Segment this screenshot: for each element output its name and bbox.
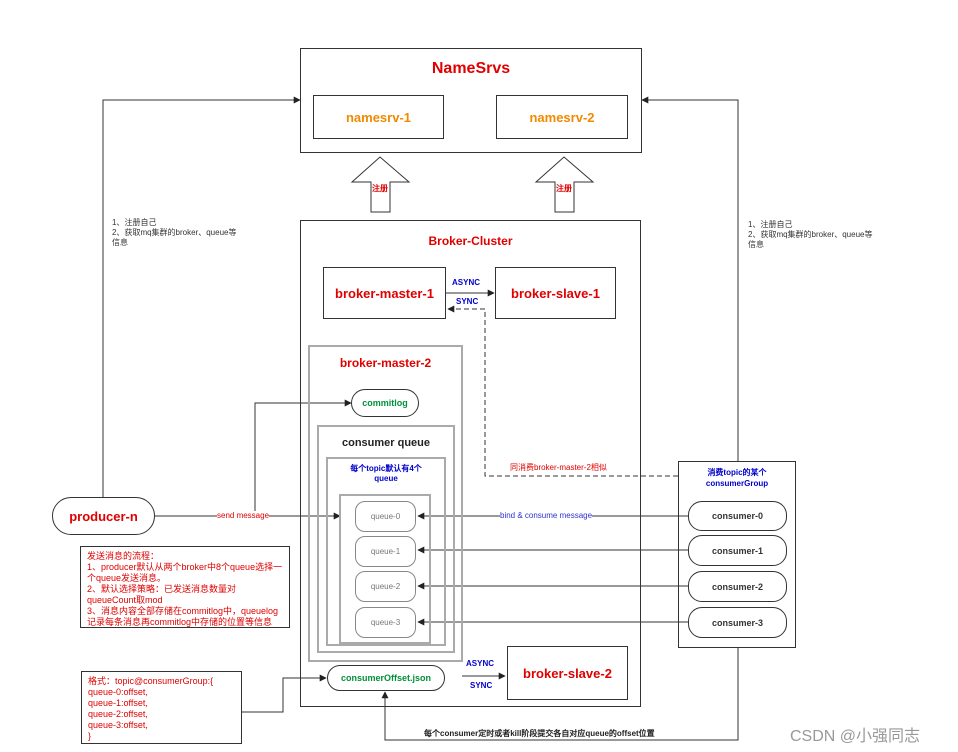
producer-to-commitlog-line [254,399,352,516]
watermark: CSDN @小强同志 [790,728,921,745]
sync-dashed-line [447,305,678,477]
format-note-to-offset-line [242,674,327,713]
sync-label-2: SYNC [470,681,493,690]
consumer-queue-container [317,425,455,653]
broker-slave-1-node: broker-slave-1 [495,267,616,319]
broker-cluster-container [300,220,641,707]
queue-2-node: queue-2 [355,571,416,602]
broker-master-1-node: broker-master-1 [323,267,446,319]
consumer-0-node: consumer-0 [688,501,787,531]
async-label-2: ASYNC [466,659,495,668]
namesrvs-title: NameSrvs [431,60,511,77]
consumers-to-namesrv-line [641,96,739,461]
async-label-1: ASYNC [452,278,481,287]
register-arrow-2 [534,156,595,213]
producer-namesrv-note: 1、注册自己 2、获取mq集群的broker、queue等 信息 [112,218,237,247]
consumer-2-node: consumer-2 [688,571,787,602]
consumers-to-offset-line [381,648,739,741]
namesrv-2-node: namesrv-2 [496,95,628,139]
consumer-3-node: consumer-3 [688,607,787,638]
broker-cluster-title: Broker-Cluster [428,234,513,248]
offset-format-note: 格式：topic@consumerGroup:{ queue-0:offset,… [81,671,242,744]
consumer-1-node: consumer-1 [688,535,787,566]
consumer-group-container [678,461,796,648]
queue-0-node: queue-0 [355,501,416,532]
register-arrow-1 [350,156,411,213]
queue-1-node: queue-1 [355,536,416,567]
broker-master-2-container [308,345,463,662]
consumer-offset-json-node: consumerOffset.json [327,665,445,691]
producer-to-namesrv-line [102,96,301,498]
send-flow-note: 发送消息的流程： 1、producer默认从两个broker中8个queue选择… [80,546,290,628]
topic-queues-container [326,457,446,646]
consumer-group-title: 消费topic的某个 consumerGroup [705,468,769,488]
register-label-1: 注册 [372,184,388,193]
queue-list-container [339,494,431,644]
namesrv-1-node: namesrv-1 [313,95,444,139]
commit-offset-label: 每个consumer定时或者kill阶段提交各自对应queue的offset位置 [424,729,655,738]
consumer-queue-title: consumer queue [341,437,431,449]
register-label-2: 注册 [556,184,572,193]
bind-consume-message-label: bind & consume message [500,511,593,520]
producer-n-node: producer-n [52,497,155,535]
queue-3-node: queue-3 [355,607,416,638]
topic-default-queues-note: 每个topic默认有4个 queue [350,464,422,483]
similar-to-master2-label: 同消费broker-master-2相似 [510,463,607,472]
send-message-label: send message [217,511,270,520]
consumer-namesrv-note: 1、注册自己 2、获取mq集群的broker、queue等 信息 [748,220,873,249]
sync-label-1: SYNC [456,297,479,306]
broker-master-2-title: broker-master-2 [339,356,432,370]
broker-slave-2-node: broker-slave-2 [507,646,628,700]
commitlog-node: commitlog [351,389,419,417]
